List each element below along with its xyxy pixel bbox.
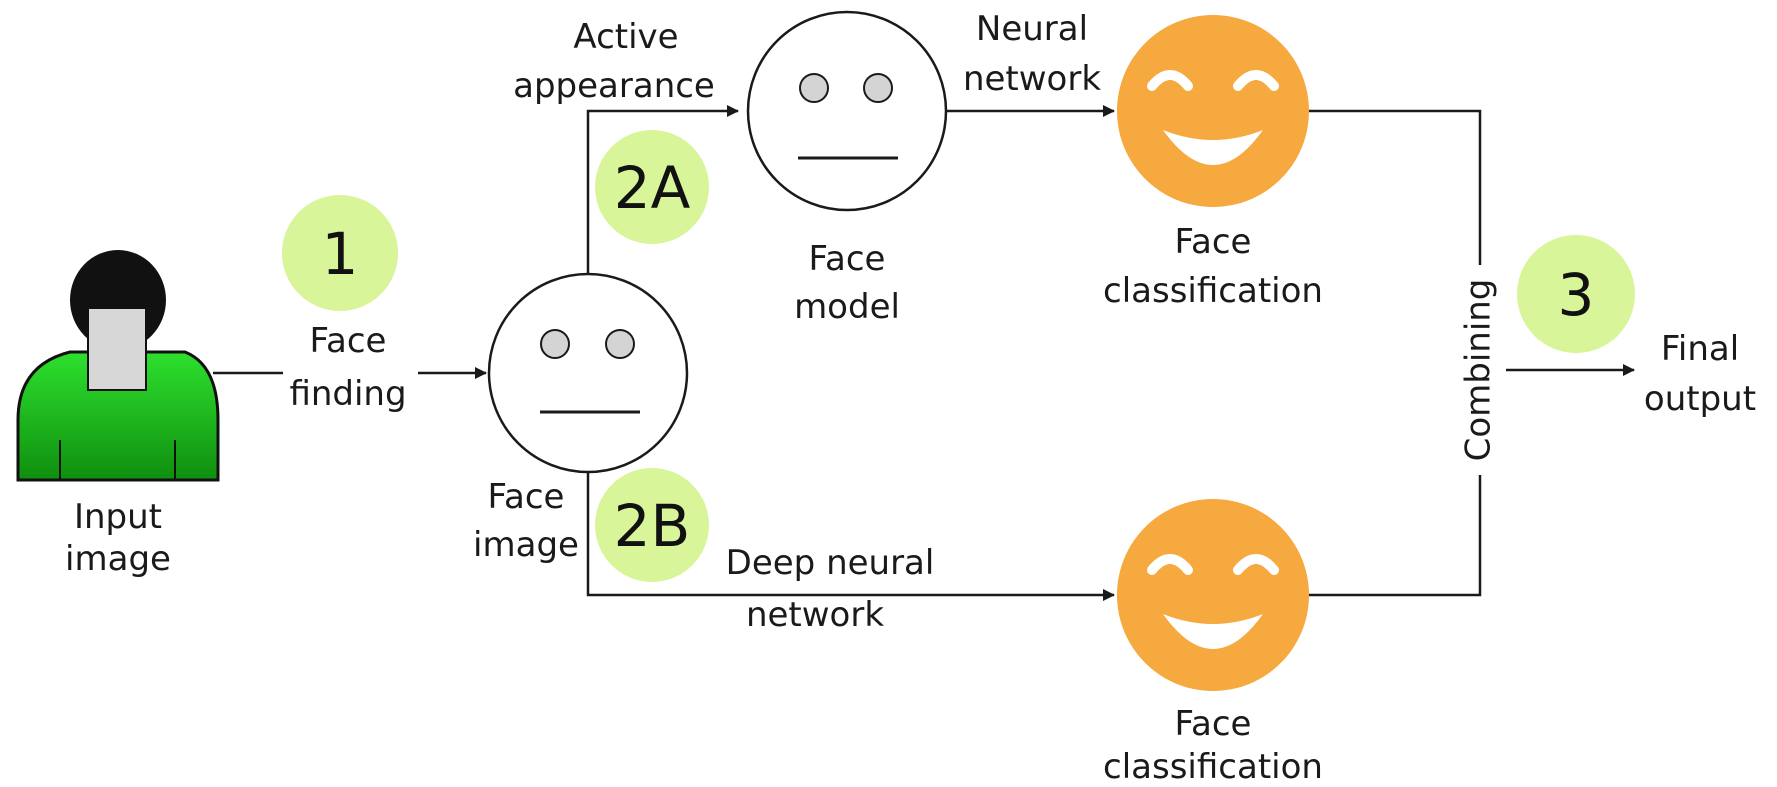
person-face <box>87 307 147 391</box>
active-appearance-label-2: appearance <box>513 66 715 106</box>
connector-bottom-to-combining <box>1309 475 1482 597</box>
neutral-face-icon <box>487 272 689 474</box>
final-output-label-2: output <box>1644 379 1756 419</box>
connector-to-face-model <box>586 105 739 274</box>
face-classification-bottom-label-2: classification <box>1103 747 1323 787</box>
step-2b-badge <box>595 468 709 582</box>
step-2b-badge-text: 2B <box>614 492 691 560</box>
step-1-badge-text: 1 <box>322 220 359 288</box>
step-2a-badge <box>595 130 709 244</box>
face-finding-label-2: finding <box>289 374 406 414</box>
face-image-label-1: Face <box>488 477 565 517</box>
face-classification-bottom-label-1: Face <box>1175 704 1252 744</box>
step-1-badge <box>282 195 398 311</box>
face-model-label-2: model <box>794 287 900 327</box>
deep-neural-network-label-2: network <box>746 595 884 635</box>
neural-network-label-2: network <box>963 59 1101 99</box>
input-image-label-2: image <box>65 539 171 579</box>
face-finding-label-1: Face <box>310 321 387 361</box>
smiley-face-icon-bottom <box>1117 499 1309 691</box>
face-image-label-2: image <box>473 525 579 565</box>
connector-to-bottom-classification <box>586 472 1115 601</box>
step-2a-badge-text: 2A <box>614 154 691 222</box>
final-output-label-1: Final <box>1661 329 1739 369</box>
input-image-label-1: Input <box>74 497 162 537</box>
active-appearance-label-1: Active <box>573 17 678 57</box>
face-model-icon <box>746 10 948 212</box>
step-3-badge <box>1517 235 1635 353</box>
face-classification-top-label-1: Face <box>1175 222 1252 262</box>
smiley-face-icon-top <box>1117 15 1309 207</box>
step-3-badge-text: 3 <box>1558 261 1595 329</box>
deep-neural-network-label-1: Deep neural <box>726 543 935 583</box>
person-icon <box>16 250 220 482</box>
face-classification-top-label-2: classification <box>1103 271 1323 311</box>
connector-top-to-combining <box>1309 109 1482 265</box>
face-model-label-1: Face <box>809 239 886 279</box>
combining-label: Combining <box>1459 279 1499 462</box>
neural-network-label-1: Neural <box>976 9 1088 49</box>
